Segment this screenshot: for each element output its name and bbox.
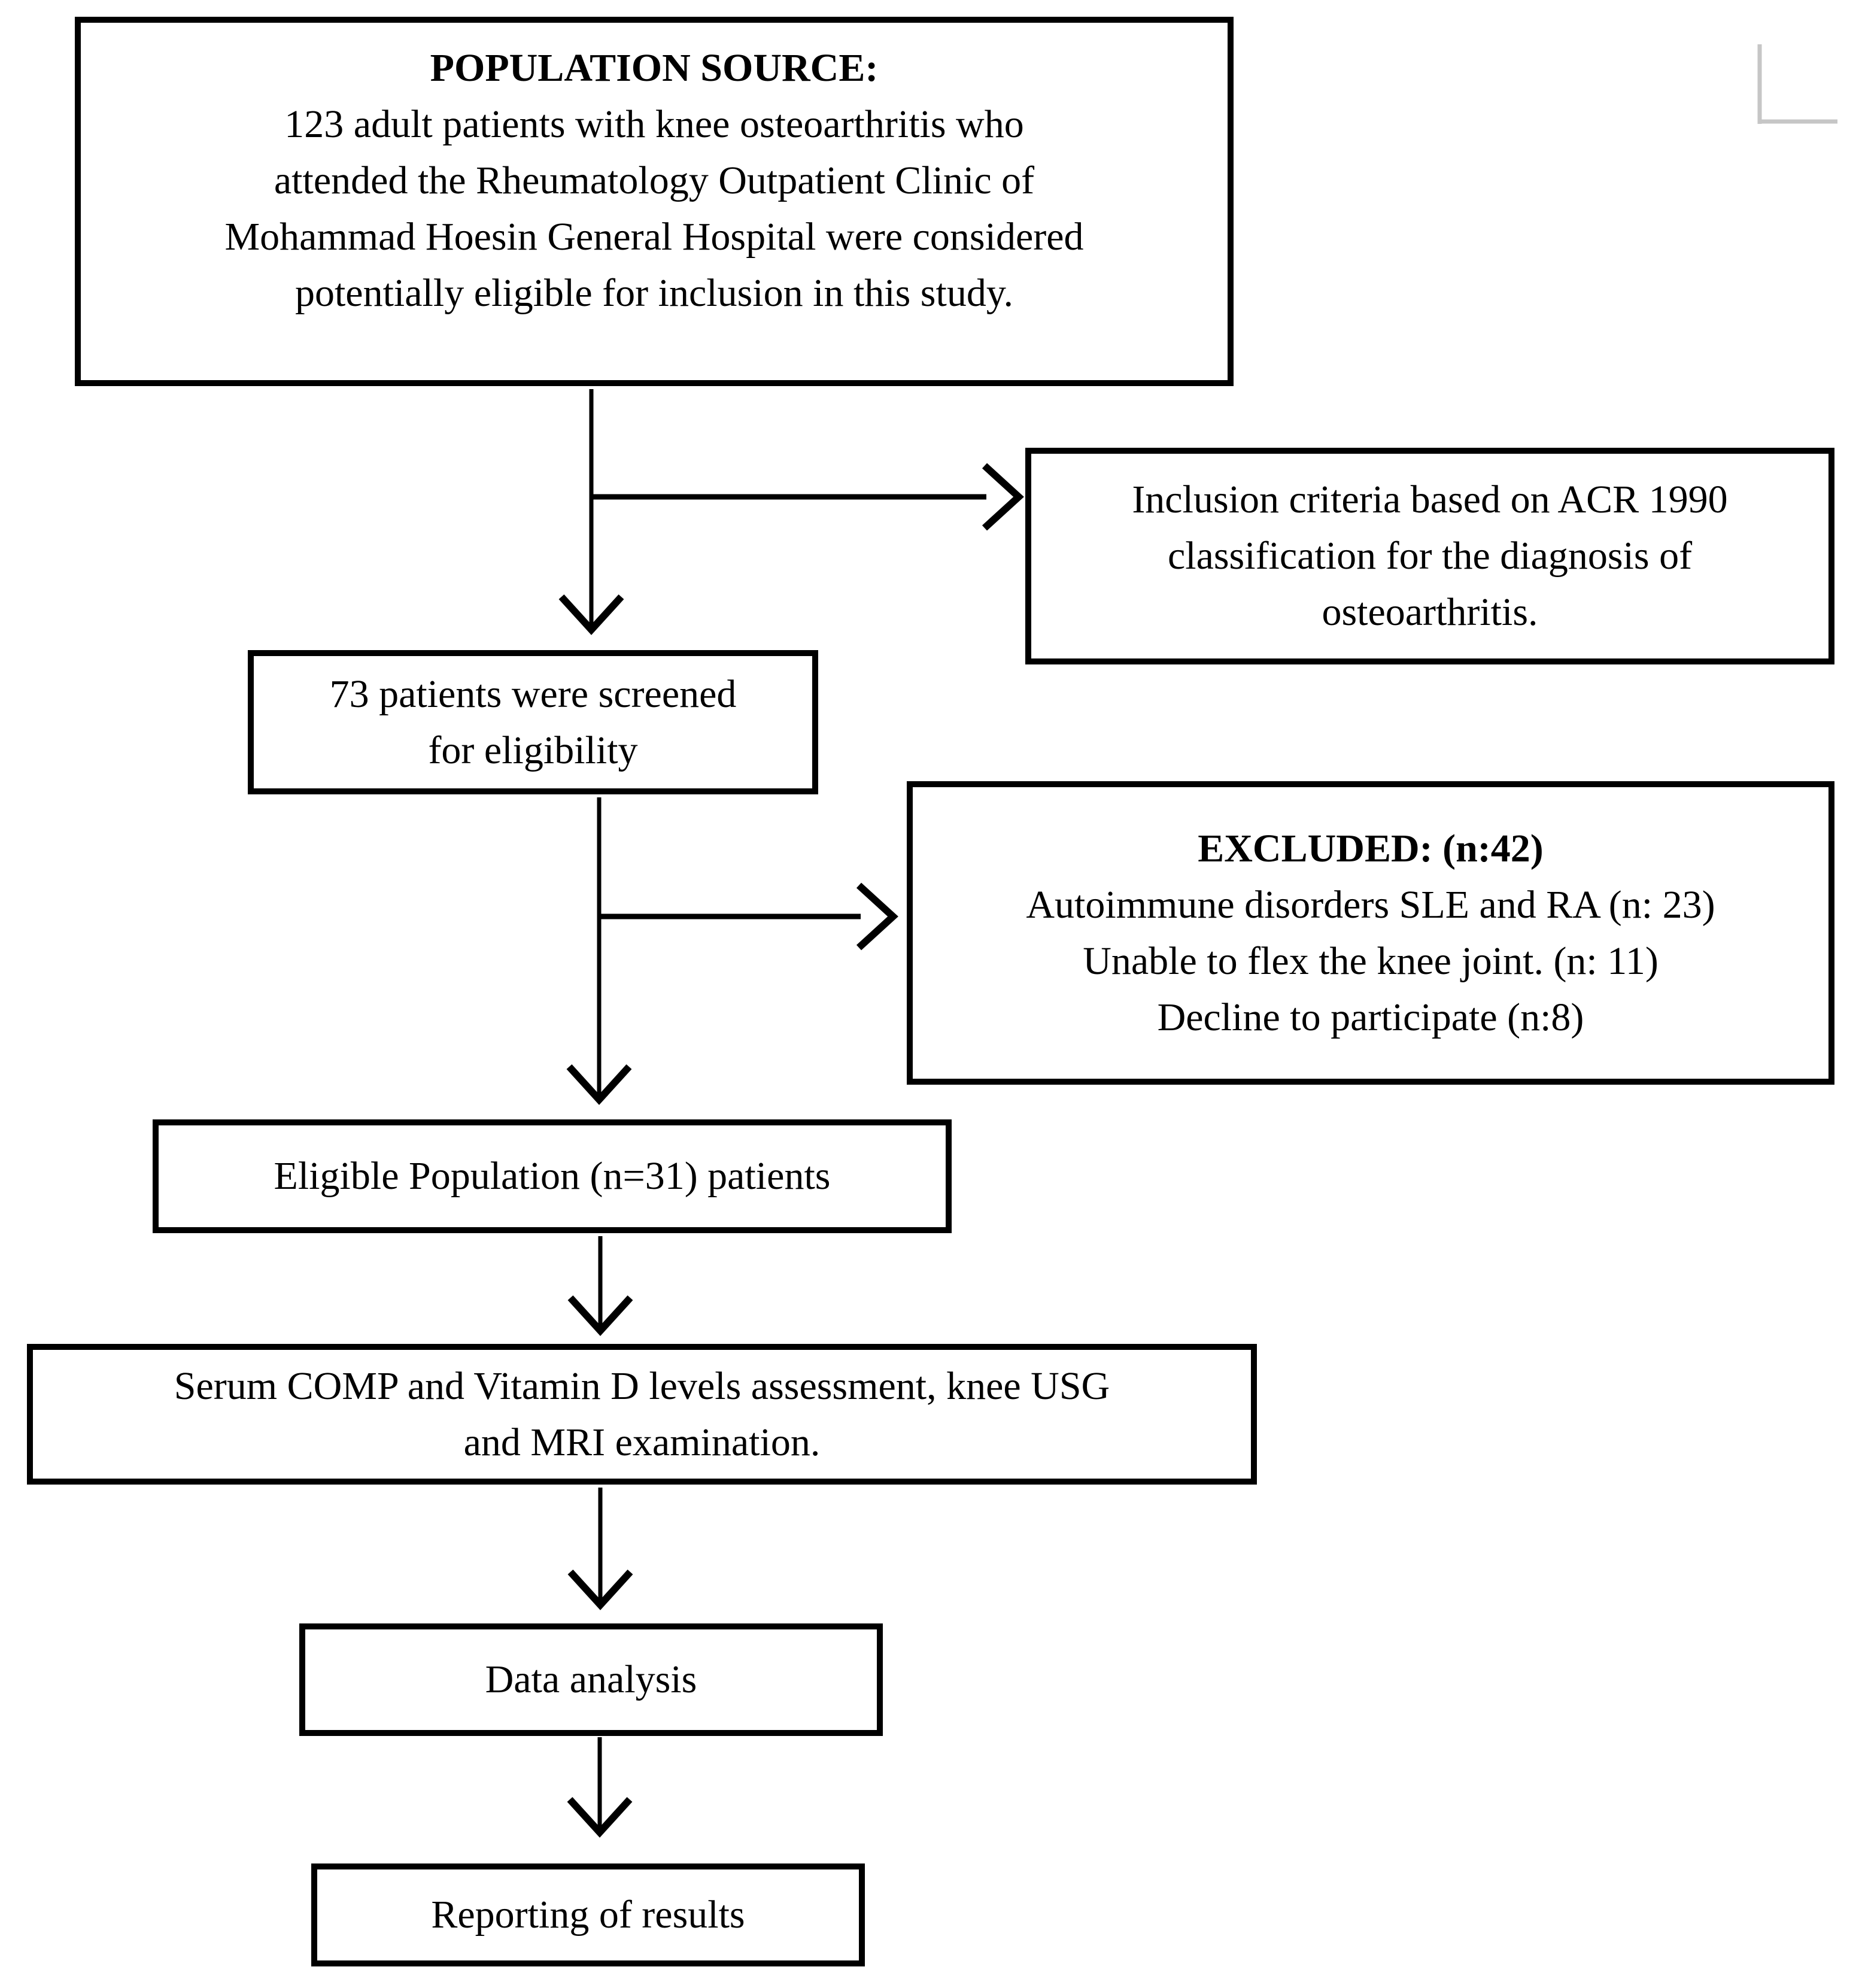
inclusion-criteria-line: Inclusion criteria based on ACR 1990	[1132, 478, 1728, 521]
arrow-screened-to-eligible	[566, 797, 632, 1105]
inclusion-criteria-line: classification for the diagnosis of	[1167, 534, 1693, 578]
excluded-reason: Decline to participate (n:8)	[1157, 995, 1584, 1039]
node-excluded: EXCLUDED: (n:42) Autoimmune disorders SL…	[907, 781, 1834, 1085]
arrow-assessment-to-data	[567, 1488, 633, 1610]
arrow-data-to-reporting	[567, 1737, 633, 1838]
population-source-line: attended the Rheumatology Outpatient Cli…	[274, 158, 1035, 202]
excluded-reason: Unable to flex the knee joint. (n: 11)	[1083, 939, 1659, 983]
node-assessment: Serum COMP and Vitamin D levels assessme…	[27, 1344, 1257, 1485]
arrow-eligible-to-assessment	[567, 1236, 633, 1336]
node-screened: 73 patients were screened for eligibilit…	[248, 650, 818, 794]
inclusion-criteria-line: osteoarthritis.	[1322, 590, 1538, 634]
arrow-branch-to-inclusion	[591, 463, 1024, 531]
node-eligible-population: Eligible Population (n=31) patients	[153, 1119, 952, 1233]
assessment-line: Serum COMP and Vitamin D levels assessme…	[174, 1364, 1110, 1408]
arrow-branch-to-excluded	[599, 882, 898, 951]
assessment-line: and MRI examination.	[463, 1420, 821, 1464]
excluded-reason: Autoimmune disorders SLE and RA (n: 23)	[1026, 882, 1715, 927]
excluded-title: EXCLUDED: (n:42)	[1198, 826, 1544, 870]
population-source-line: 123 adult patients with knee osteoarthri…	[284, 102, 1024, 146]
eligible-population-line: Eligible Population (n=31) patients	[274, 1154, 831, 1198]
node-data-analysis: Data analysis	[299, 1623, 883, 1736]
population-source-line: Mohammad Hoesin General Hospital were co…	[224, 214, 1084, 259]
node-inclusion-criteria: Inclusion criteria based on ACR 1990 cla…	[1025, 448, 1834, 664]
arrow-population-to-screened	[558, 389, 624, 635]
node-reporting: Reporting of results	[311, 1863, 865, 1966]
reporting-line: Reporting of results	[431, 1893, 745, 1937]
node-population-source: POPULATION SOURCE: 123 adult patients wi…	[75, 17, 1234, 386]
population-source-title: POPULATION SOURCE:	[430, 45, 879, 90]
corner-mark	[1757, 44, 1837, 124]
population-source-line: potentially eligible for inclusion in th…	[294, 271, 1014, 315]
data-analysis-line: Data analysis	[485, 1658, 697, 1701]
screened-line: for eligibility	[428, 728, 638, 772]
screened-line: 73 patients were screened	[329, 672, 737, 716]
